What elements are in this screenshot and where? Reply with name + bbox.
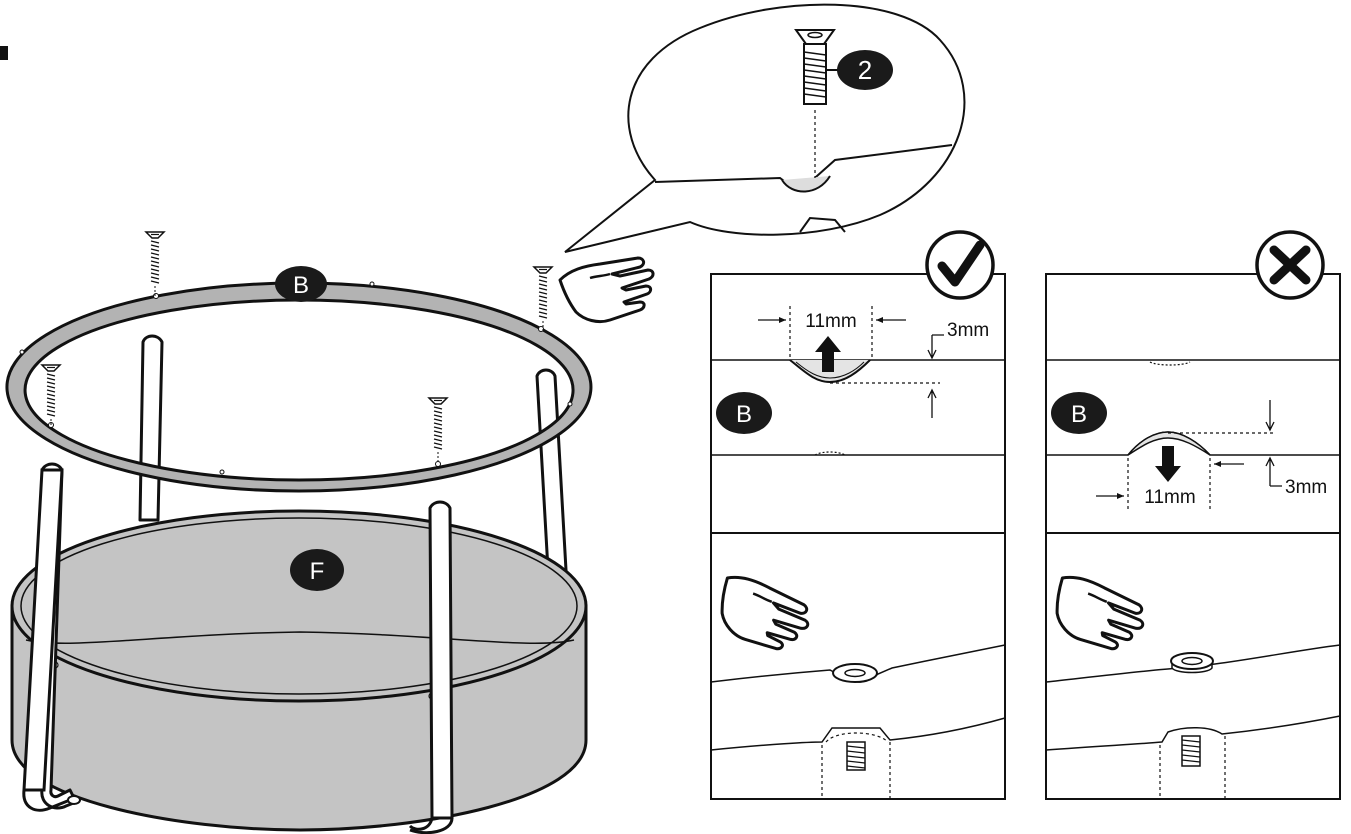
ring-B — [5, 281, 593, 493]
front-right-leg — [428, 500, 454, 820]
badge-screw-2: 2 — [837, 50, 893, 90]
correct-width-label: 11mm — [805, 311, 856, 332]
screw-icon — [41, 364, 61, 430]
cross-mark-icon — [1255, 230, 1325, 300]
screw-icon — [428, 397, 448, 463]
correct-badge-B-label: B — [736, 401, 752, 428]
front-left-leg-body — [22, 468, 64, 792]
badge-ring-B: B — [275, 266, 327, 302]
corner-mark — [0, 46, 8, 60]
correct-badge-B: B — [716, 392, 772, 434]
arrow-up-icon — [815, 336, 841, 372]
wrong-badge-B-label: B — [1071, 401, 1087, 428]
main-assembly: B F — [5, 231, 655, 834]
check-mark-icon — [925, 230, 995, 300]
wrong-panel: 11mm 3mm B — [1037, 230, 1341, 800]
badge-basket-F-label: F — [310, 558, 325, 585]
badge-ring-B-label: B — [293, 272, 309, 299]
screw-icon — [145, 231, 165, 297]
pointing-hand-icon — [558, 256, 655, 324]
wrong-badge-B: B — [1051, 392, 1107, 434]
correct-depth-label: 3mm — [947, 320, 989, 341]
badge-basket-F: F — [290, 549, 344, 591]
zoom-callout: 2 — [564, 3, 966, 253]
correct-panel: 11mm 3mm B — [702, 230, 1006, 800]
back-left-leg — [138, 334, 164, 522]
wrong-depth-label: 3mm — [1285, 477, 1327, 498]
arrow-down-icon — [1155, 446, 1181, 482]
back-right-leg — [535, 368, 568, 572]
wrong-width-label: 11mm — [1144, 487, 1195, 508]
screw-icon — [533, 266, 553, 332]
badge-screw-2-label: 2 — [858, 55, 872, 85]
